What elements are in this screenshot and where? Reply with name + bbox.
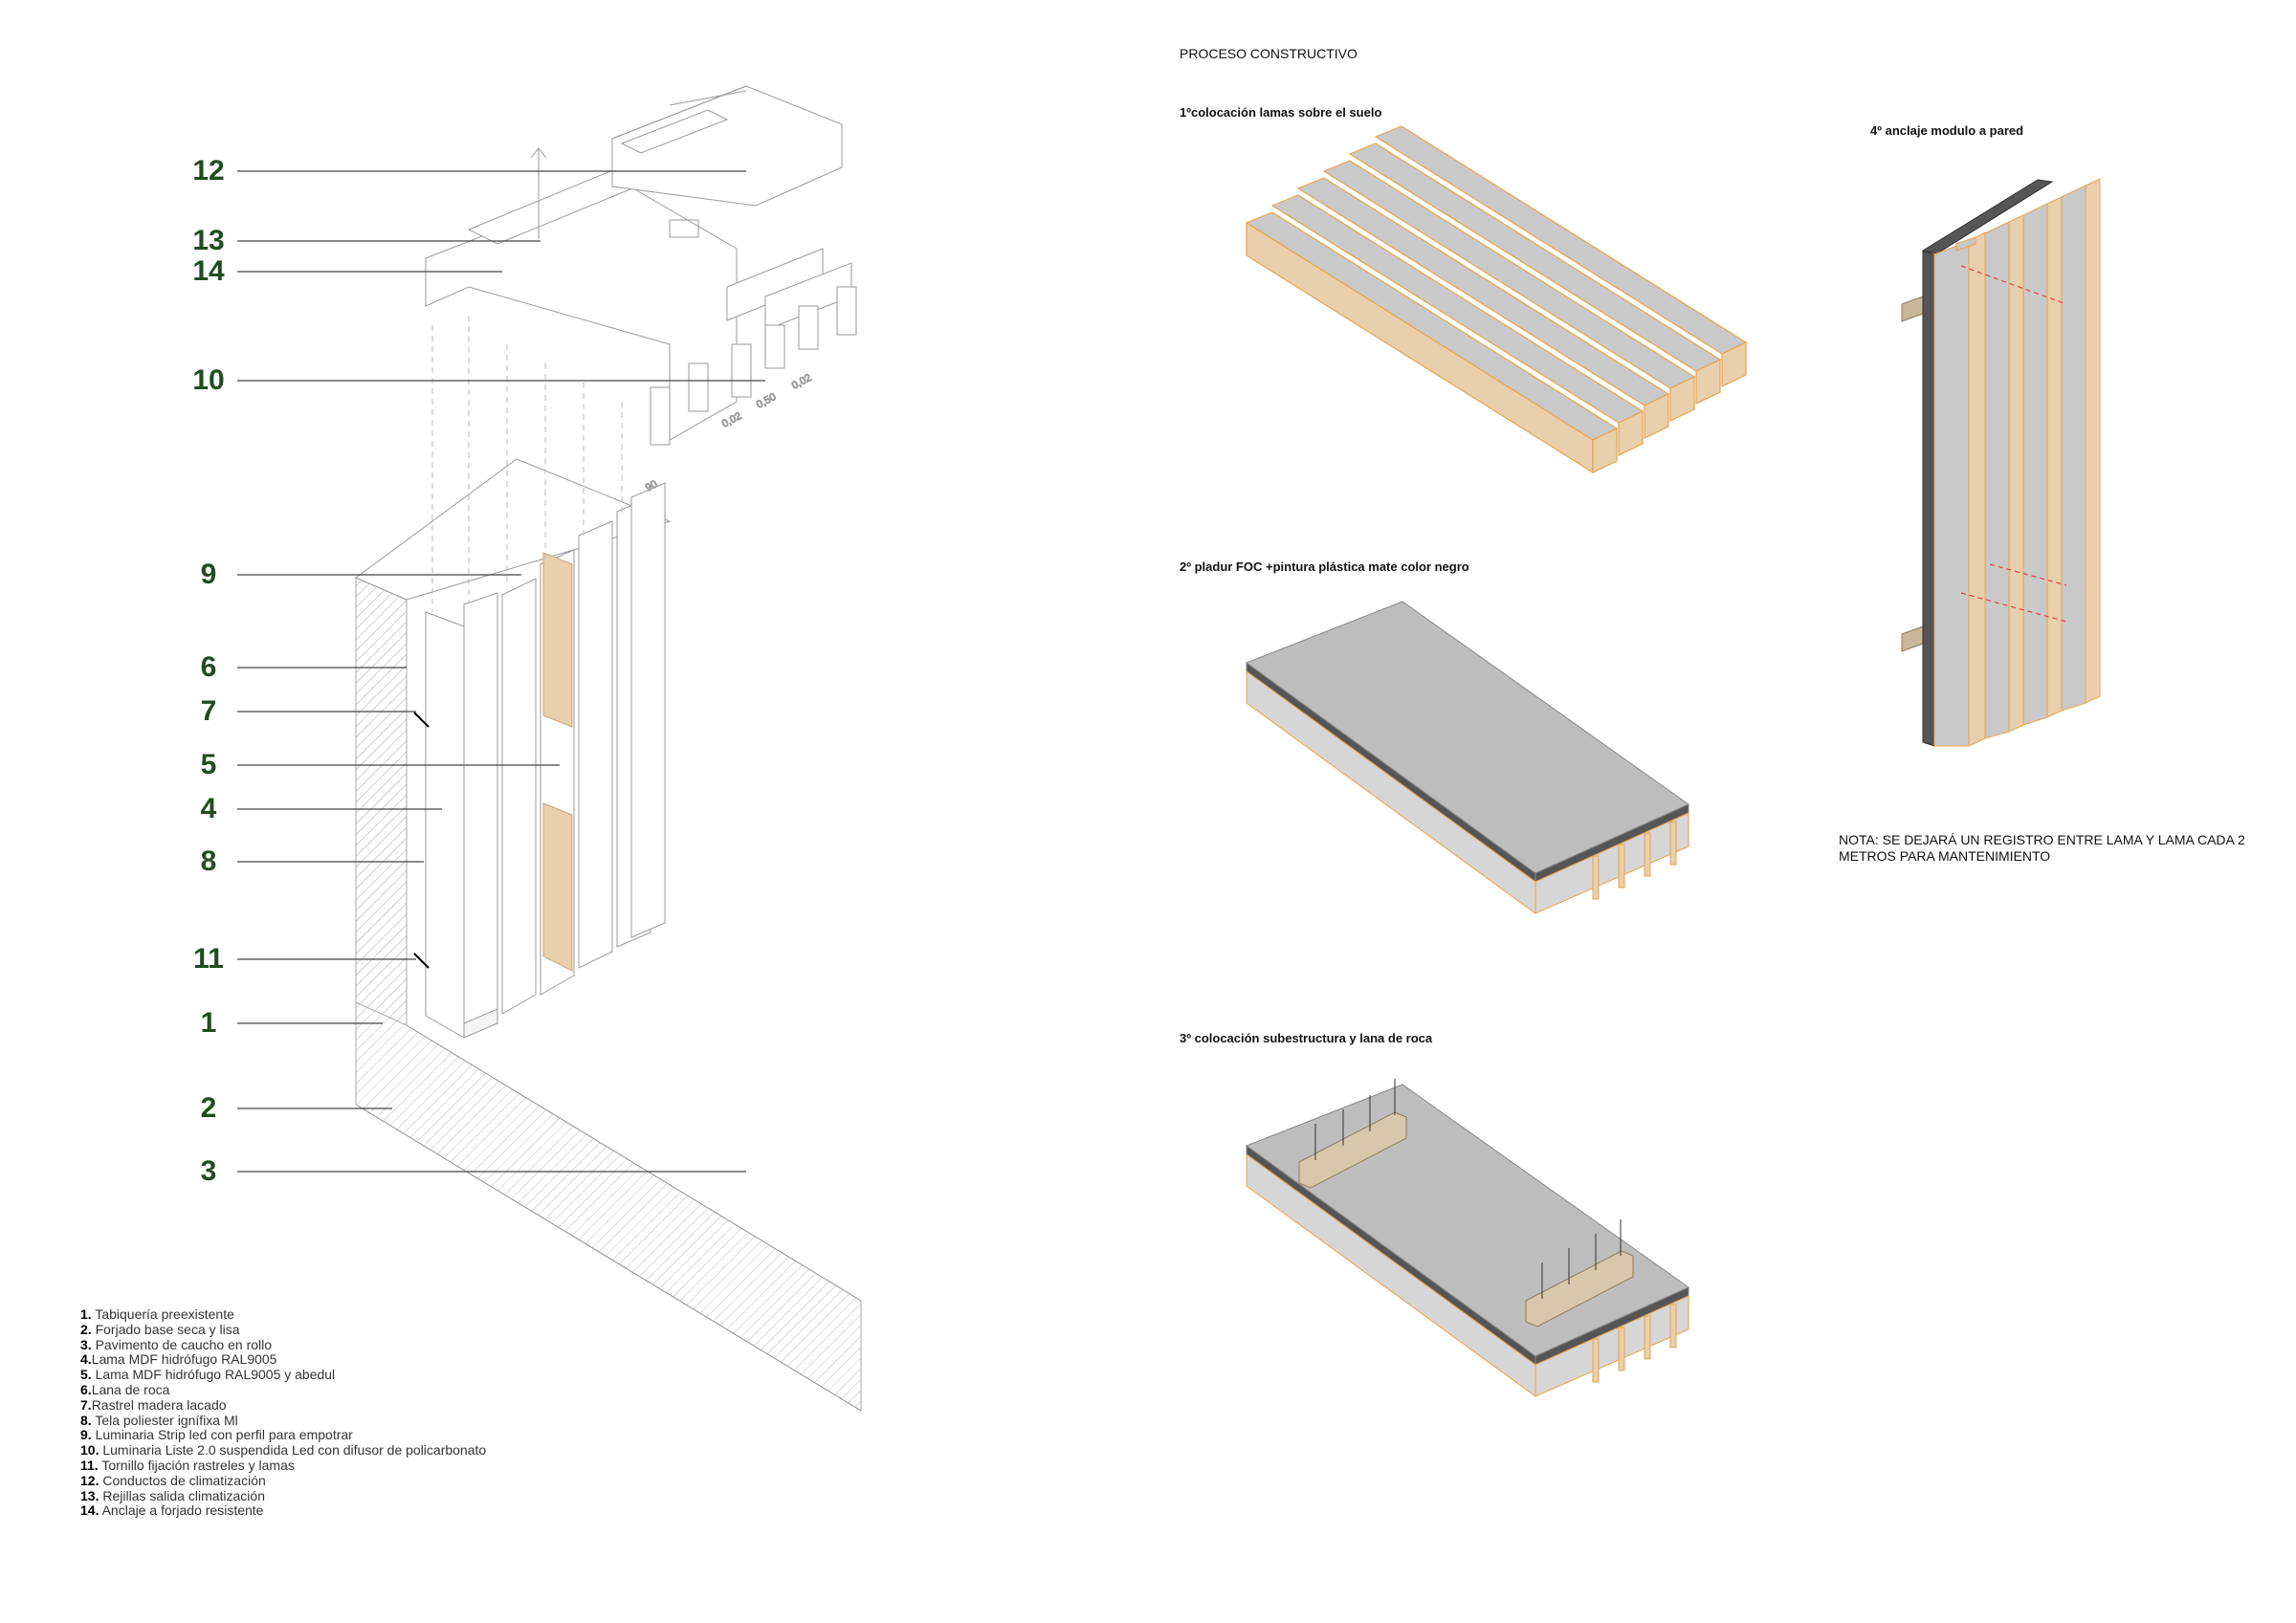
legend-item: 2. Forjado base seca y lisa	[80, 1321, 240, 1337]
callout-14: 14	[192, 255, 225, 287]
callout-13: 13	[192, 225, 225, 256]
maintenance-note: NOTA: SE DEJARÁ UN REGISTRO ENTRE LAMA Y…	[1839, 832, 2245, 864]
step2-label: 2º pladur FOC +pintura plástica mate col…	[1180, 559, 1469, 574]
callout-8: 8	[200, 845, 217, 877]
legend-item: 13. Rejillas salida climatización	[80, 1487, 265, 1503]
process-title: PROCESO CONSTRUCTIVO	[1180, 46, 1358, 61]
dim-label-2: 0,50	[755, 391, 779, 411]
callout-4: 4	[200, 793, 217, 824]
callout-10: 10	[192, 364, 225, 396]
step3-label: 3º colocación subestructura y lana de ro…	[1180, 1031, 1433, 1045]
birch-slat-upper	[542, 552, 573, 728]
callout-9: 9	[200, 559, 217, 590]
step1-drawing	[1245, 125, 1748, 474]
legend-item: 4.Lama MDF hidrófugo RAL9005	[80, 1351, 277, 1368]
legend-item: 6.Lana de roca	[80, 1381, 170, 1397]
legend-item: 1. Tabiquería preexistente	[80, 1306, 234, 1322]
dim-label-4: 90	[644, 478, 659, 493]
legend-item: 3. Pavimento de caucho en rollo	[80, 1336, 273, 1352]
callout-5: 5	[200, 749, 217, 780]
legend-item: 7.Rastrel madera lacado	[80, 1396, 227, 1413]
step4-label: 4º anclaje modulo a pared	[1870, 123, 2024, 138]
batten-lower	[1525, 1250, 1634, 1327]
callout-3: 3	[200, 1155, 217, 1187]
dim-label-3: 0,02	[790, 372, 814, 392]
callout-2: 2	[200, 1092, 217, 1124]
legend-item: 14. Anclaje a forjado resistente	[80, 1502, 264, 1519]
birch-slat-lower	[542, 802, 573, 972]
callout-11: 11	[193, 943, 224, 975]
legend-item: 9. Luminaria Strip led con perfil para e…	[80, 1427, 353, 1443]
step1-label: 1ºcolocación lamas sobre el suelo	[1180, 105, 1382, 120]
vertical-slats	[425, 482, 666, 1039]
callout-7: 7	[200, 695, 217, 727]
legend-item: 10. Luminaria Liste 2.0 suspendida Led c…	[80, 1442, 487, 1459]
callout-1: 1	[200, 1007, 217, 1039]
step4-drawing	[1901, 178, 2101, 747]
axonometric-detail: 0,02 0,50 0,02 90	[355, 85, 862, 1412]
callout-6: 6	[200, 651, 217, 683]
callout-leaders	[237, 170, 765, 1173]
legend-item: 8. Tela poliester ignífixa Ml	[80, 1412, 238, 1428]
legend-item: 5. Lama MDF hidrófugo RAL9005 y abedul	[80, 1367, 336, 1383]
step2-drawing	[1245, 601, 1690, 914]
legend: 1. Tabiquería preexistente 2. Forjado ba…	[80, 1306, 487, 1519]
step3-drawing	[1245, 1079, 1690, 1397]
dim-label-1: 0,02	[720, 410, 744, 430]
legend-item: 11. Tornillo fijación rastreles y lamas	[80, 1457, 295, 1473]
callout-12: 12	[192, 155, 225, 186]
legend-item: 12. Conductos de climatización	[80, 1472, 266, 1488]
